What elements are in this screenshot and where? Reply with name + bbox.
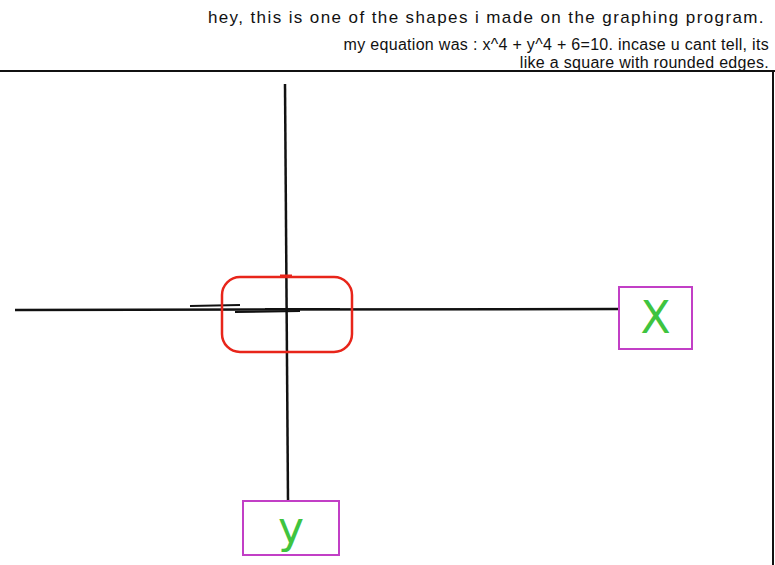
note-text: my equation was : x^4 + y^4 + 6=10. inca… [324, 36, 769, 72]
axis-letter: X [640, 296, 670, 340]
curve-tick [280, 275, 292, 278]
rounded-square-curve [222, 277, 352, 352]
axis-label-box: X [618, 286, 693, 350]
frame-line [772, 71, 774, 565]
y-axis [285, 84, 288, 500]
axis-scribble [190, 305, 340, 312]
note-text: hey, this is one of the shapes i made on… [65, 8, 765, 27]
axis-label-box: y [242, 500, 340, 556]
axis-letter: y [278, 506, 304, 550]
